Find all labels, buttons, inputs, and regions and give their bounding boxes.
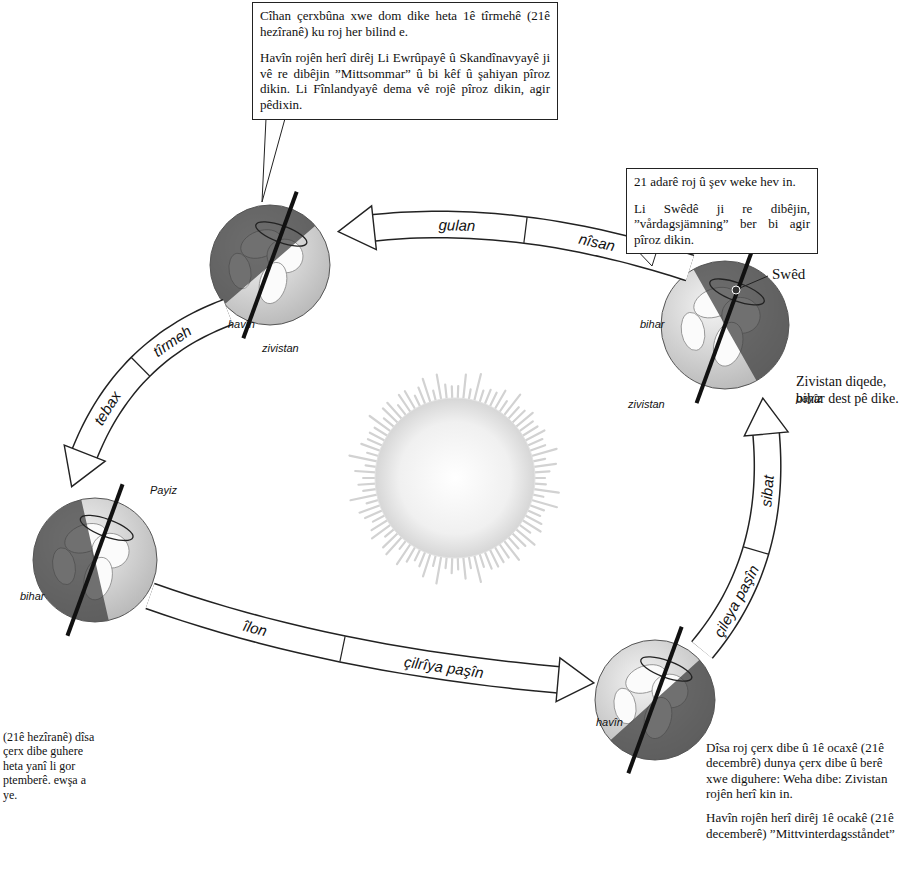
earth-axis (67, 484, 122, 635)
callout-tail (640, 253, 656, 266)
season-label: zivistan (628, 398, 665, 410)
month-label: gulan (438, 216, 475, 234)
season-label: zivistan (262, 342, 299, 354)
callout-tail (262, 119, 285, 202)
sweden-dot (732, 286, 740, 294)
callout-text: Cîhan çerxbûna xwe dom dike heta 1ê tîrm… (260, 8, 550, 39)
band-divider (744, 547, 769, 554)
sun (375, 398, 535, 558)
callout-text: Havîn rojên herî dirêj Li Ewrûpayê û Ska… (260, 50, 550, 112)
arrow-head (556, 658, 594, 702)
callout-box: 21 adarê roj û şev weke hev in. Li Swêdê … (626, 168, 818, 254)
callout-tail-fill (262, 119, 285, 202)
month-bands (64, 206, 788, 702)
earth-axis (697, 247, 754, 403)
season-label: havîn (228, 318, 255, 330)
earth-axis (628, 627, 681, 774)
sun-rays (349, 374, 558, 583)
band-outline (84, 312, 228, 455)
callout-text: 21 adarê roj û şev weke hev in. (634, 174, 810, 190)
season-label: havîn (596, 716, 623, 728)
arrow-head (338, 206, 376, 250)
body-note: Havîn rojên herî dirêj 1ê ocakê (21ê dec… (706, 810, 906, 841)
sun-ray (349, 456, 380, 463)
body-note: Dîsa roj çerx dibe û 1ê ocaxê (21ê decem… (706, 740, 906, 801)
band-divider (340, 636, 345, 661)
rotation-arc (707, 274, 767, 311)
earth-globe (33, 484, 157, 635)
band-divider (131, 358, 149, 376)
arrow-head (744, 398, 788, 436)
callout-tails (262, 119, 656, 266)
side-note: Zivistan diqede, bihar dest pê dike. (796, 374, 910, 408)
band-outline (150, 596, 560, 680)
place-name: Swêd (772, 266, 805, 283)
sun-ray (351, 494, 381, 500)
continent (678, 310, 707, 352)
earth-axis (243, 192, 296, 339)
callout-text: Li Swêdê ji re dibêjin, ”vårdagsjämning”… (634, 201, 810, 248)
season-label: bihar (640, 318, 664, 330)
band-fill (150, 596, 560, 680)
band-fill (84, 312, 228, 455)
leader-line (740, 276, 768, 288)
band-divider (524, 217, 527, 243)
earth-globe (595, 627, 715, 774)
sun-ray (436, 553, 441, 584)
callout-tail-fill (640, 253, 656, 266)
arrow-head (64, 445, 105, 487)
band-fill (702, 432, 768, 650)
cut-off-note: (21ê hezîranê) dîsa çerx dibe guhere het… (3, 730, 101, 802)
season-label: bihar (20, 590, 44, 602)
band-outline (702, 432, 768, 650)
season-label: Payiz (150, 484, 177, 496)
month-label: sibat (757, 475, 776, 508)
night-side (33, 500, 109, 622)
sun-ray (473, 552, 481, 582)
callout-box: Cîhan çerxbûna xwe dom dike heta 1ê tîrm… (252, 2, 558, 120)
